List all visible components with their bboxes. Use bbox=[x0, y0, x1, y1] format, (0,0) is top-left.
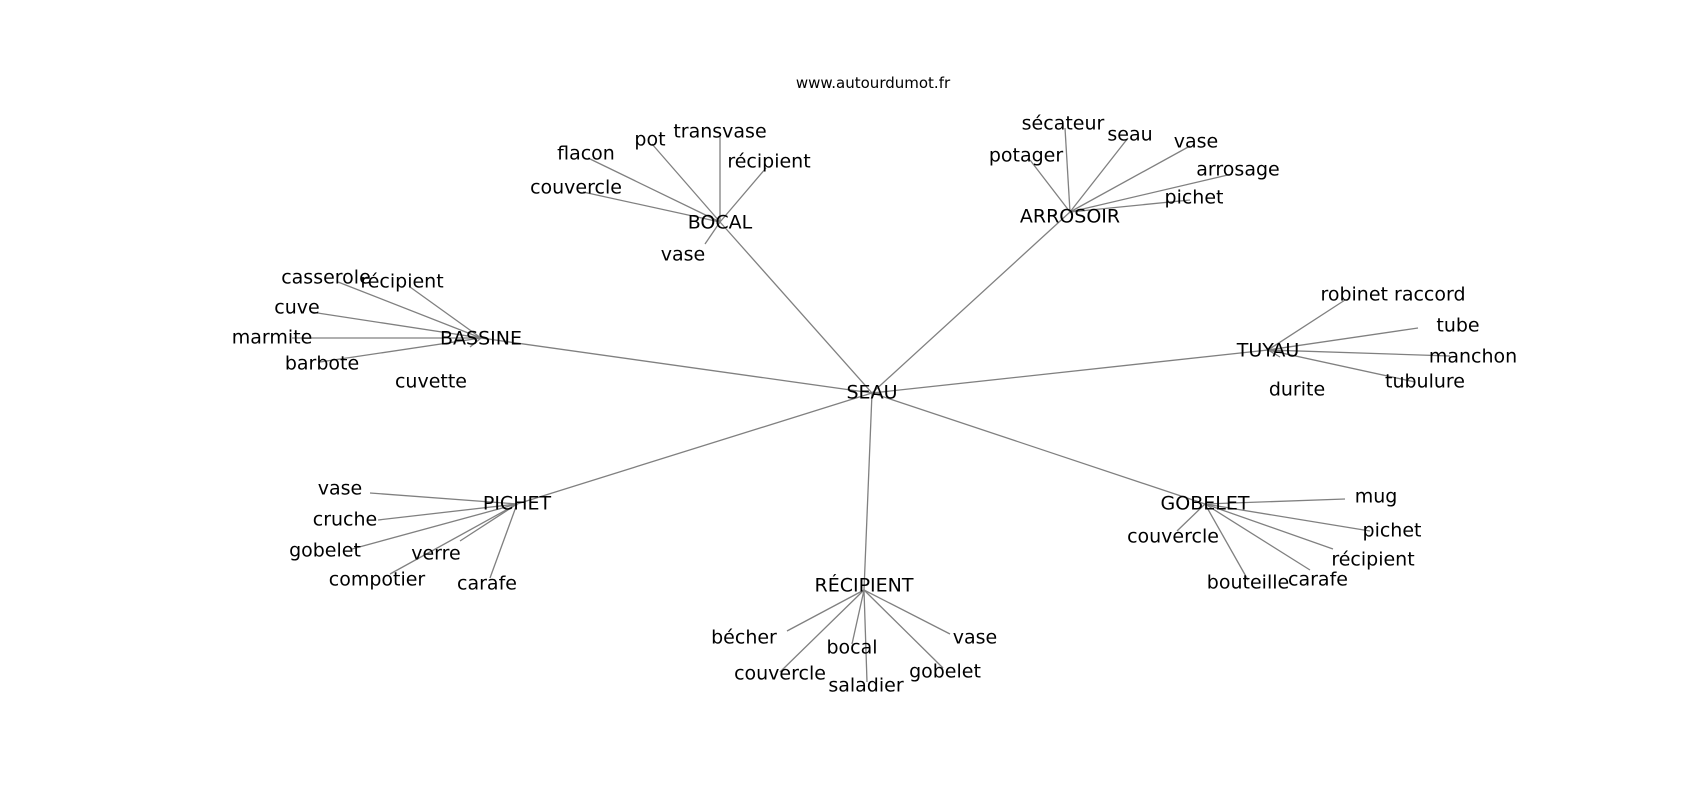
edge-hub-to-word bbox=[851, 589, 865, 645]
edge-hub-to-word bbox=[337, 281, 482, 339]
word-node[interactable]: récipient bbox=[360, 271, 443, 293]
hub-node[interactable]: BASSINE bbox=[440, 328, 522, 350]
edge-center-to-hub bbox=[871, 392, 1206, 505]
edge-hub-to-word bbox=[582, 191, 721, 223]
edge-hub-to-word bbox=[863, 589, 951, 635]
word-node[interactable]: couvercle bbox=[530, 177, 622, 199]
edge-hub-to-word bbox=[459, 503, 518, 542]
word-node[interactable]: carafe bbox=[457, 573, 517, 595]
word-node[interactable]: vase bbox=[1174, 131, 1218, 153]
word-node[interactable]: vase bbox=[661, 244, 705, 266]
edge-hub-to-word bbox=[1204, 503, 1334, 550]
word-node[interactable]: pichet bbox=[1165, 187, 1224, 209]
edges-layer bbox=[292, 127, 1451, 683]
word-node[interactable]: compotier bbox=[329, 569, 426, 591]
edge-hub-to-word bbox=[1029, 159, 1071, 213]
edge-hub-to-word bbox=[469, 337, 482, 348]
word-node[interactable]: cuvette bbox=[395, 371, 467, 393]
hub-node[interactable]: BOCAL bbox=[688, 212, 753, 234]
edge-hub-to-word bbox=[1176, 503, 1206, 532]
edge-hub-to-word bbox=[319, 337, 482, 363]
edge-hub-to-word bbox=[863, 589, 944, 669]
word-node[interactable]: gobelet bbox=[909, 661, 981, 683]
labels-layer: SEAU BOCAL transvase pot flacon récipient couv… bbox=[232, 113, 1517, 697]
word-node[interactable]: arrosage bbox=[1196, 159, 1279, 181]
word-node[interactable]: couvercle bbox=[1127, 526, 1219, 548]
edge-hub-to-word bbox=[786, 589, 865, 632]
edge-hub-to-word bbox=[409, 286, 482, 339]
center-node[interactable]: SEAU bbox=[847, 382, 898, 404]
word-node[interactable]: couvercle bbox=[734, 663, 826, 685]
edge-hub-to-word bbox=[1204, 503, 1249, 581]
word-node[interactable]: transvase bbox=[673, 121, 766, 143]
word-node[interactable]: casserole bbox=[281, 267, 371, 289]
word-node[interactable]: robinet raccord bbox=[1320, 284, 1465, 306]
edge-hub-to-word bbox=[1267, 349, 1416, 383]
hub-node[interactable]: PICHET bbox=[483, 493, 552, 515]
edge-hub-to-word bbox=[1204, 503, 1311, 571]
edge-center-to-hub bbox=[719, 221, 873, 394]
hub-node[interactable]: GOBELET bbox=[1161, 493, 1250, 515]
edge-hub-to-word bbox=[587, 157, 721, 223]
hub-node[interactable]: TUYAU bbox=[1236, 340, 1300, 362]
word-node[interactable]: saladier bbox=[828, 675, 903, 697]
word-node[interactable]: vase bbox=[953, 627, 997, 649]
edge-hub-to-word bbox=[377, 503, 518, 521]
edge-hub-to-word bbox=[310, 311, 482, 339]
word-node[interactable]: marmite bbox=[232, 327, 313, 349]
word-node[interactable]: durite bbox=[1269, 379, 1325, 401]
edge-hub-to-word bbox=[1069, 145, 1191, 213]
edge-hub-to-word bbox=[779, 589, 865, 673]
hub-node[interactable]: RÉCIPIENT bbox=[815, 574, 914, 597]
edge-hub-to-word bbox=[1204, 498, 1346, 505]
edge-hub-to-word bbox=[1204, 503, 1371, 532]
edge-center-to-hub bbox=[480, 337, 873, 394]
edge-hub-to-word bbox=[651, 143, 721, 223]
word-node[interactable]: tube bbox=[1436, 315, 1479, 337]
word-node[interactable]: gobelet bbox=[289, 540, 361, 562]
edge-hub-to-word bbox=[1267, 349, 1281, 358]
word-node[interactable]: pot bbox=[634, 129, 665, 151]
word-node[interactable]: manchon bbox=[1429, 346, 1517, 368]
word-node[interactable]: pichet bbox=[1363, 520, 1422, 542]
edge-hub-to-word bbox=[719, 167, 767, 223]
edge-center-to-hub bbox=[863, 392, 873, 591]
hub-node[interactable]: ARROSOIR bbox=[1020, 206, 1120, 228]
edge-center-to-hub bbox=[516, 392, 873, 505]
edge-hub-to-word bbox=[369, 492, 518, 505]
edge-hub-to-word bbox=[489, 503, 518, 579]
word-node[interactable]: mug bbox=[1355, 486, 1398, 508]
word-node[interactable]: bocal bbox=[826, 637, 877, 659]
edge-hub-to-word bbox=[863, 589, 868, 683]
edge-hub-to-word bbox=[704, 221, 721, 245]
word-node[interactable]: potager bbox=[989, 145, 1064, 167]
edge-hub-to-word bbox=[1069, 137, 1129, 213]
edge-hub-to-word bbox=[1267, 299, 1346, 351]
word-node[interactable]: récipient bbox=[727, 151, 810, 173]
edge-hub-to-word bbox=[389, 503, 518, 575]
edge-center-to-hub bbox=[871, 211, 1071, 394]
word-node[interactable]: flacon bbox=[557, 143, 615, 165]
word-node[interactable]: sécateur bbox=[1022, 113, 1105, 135]
word-node[interactable]: cruche bbox=[313, 509, 377, 531]
word-node[interactable]: barbote bbox=[285, 353, 359, 375]
edge-center-to-hub bbox=[871, 349, 1269, 394]
edge-hub-to-word bbox=[1069, 199, 1191, 213]
word-node[interactable]: carafe bbox=[1288, 569, 1348, 591]
site-label: www.autourdumot.fr bbox=[796, 74, 951, 92]
word-node[interactable]: tubulure bbox=[1385, 371, 1465, 393]
word-node[interactable]: seau bbox=[1107, 124, 1152, 146]
edge-hub-to-word bbox=[351, 503, 518, 550]
edge-hub-to-word bbox=[1064, 127, 1071, 213]
word-node[interactable]: verre bbox=[411, 543, 461, 565]
word-node[interactable]: cuve bbox=[274, 297, 319, 319]
edge-hub-to-word bbox=[1069, 173, 1233, 213]
edge-hub-to-word bbox=[1267, 327, 1419, 351]
word-node[interactable]: vase bbox=[318, 478, 362, 500]
word-node[interactable]: bouteille bbox=[1207, 572, 1289, 594]
word-node[interactable]: bécher bbox=[711, 627, 777, 649]
word-node[interactable]: récipient bbox=[1331, 549, 1414, 571]
edge-hub-to-word bbox=[1267, 349, 1451, 357]
